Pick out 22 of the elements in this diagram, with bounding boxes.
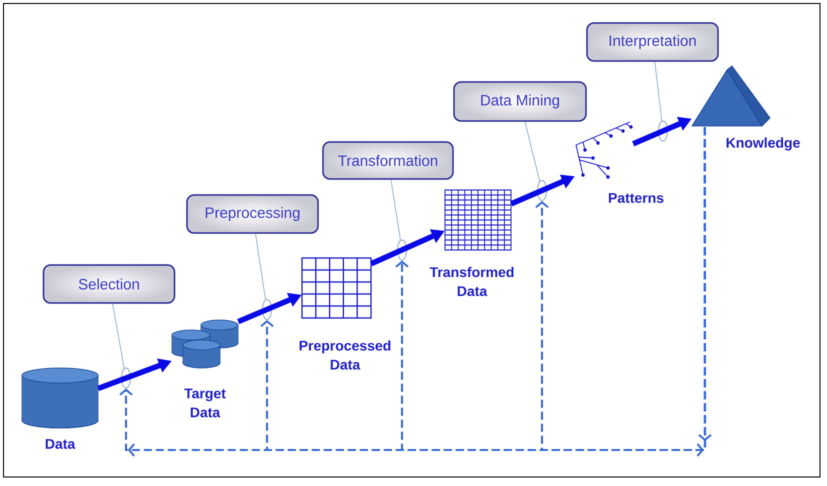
leader-line: [654, 61, 662, 122]
node-label: Target Data: [184, 388, 226, 418]
oval-ring: [397, 240, 407, 260]
leader-line: [255, 233, 266, 300]
node-label: Knowledge: [726, 137, 800, 151]
step-box: Transformation: [322, 141, 454, 180]
node-label: Data: [46, 439, 76, 449]
oval-ring: [262, 299, 272, 320]
oval-ring: [537, 180, 547, 201]
leader-line: [524, 121, 540, 182]
step-box: Selection: [42, 264, 176, 304]
step-box: Data Mining: [453, 81, 587, 122]
step-box: Preprocessing: [186, 194, 319, 234]
dashed-arrow: [535, 127, 706, 452]
leader-line: [112, 303, 125, 369]
leader-line: [390, 179, 401, 240]
oval-ring: [658, 120, 668, 142]
node-label: Patterns: [608, 193, 664, 203]
node-label: Preprocessed Data: [300, 340, 390, 370]
oval-ring: [121, 368, 131, 388]
node-label: Transformed Data: [430, 266, 514, 296]
step-box: Interpretation: [586, 22, 719, 62]
